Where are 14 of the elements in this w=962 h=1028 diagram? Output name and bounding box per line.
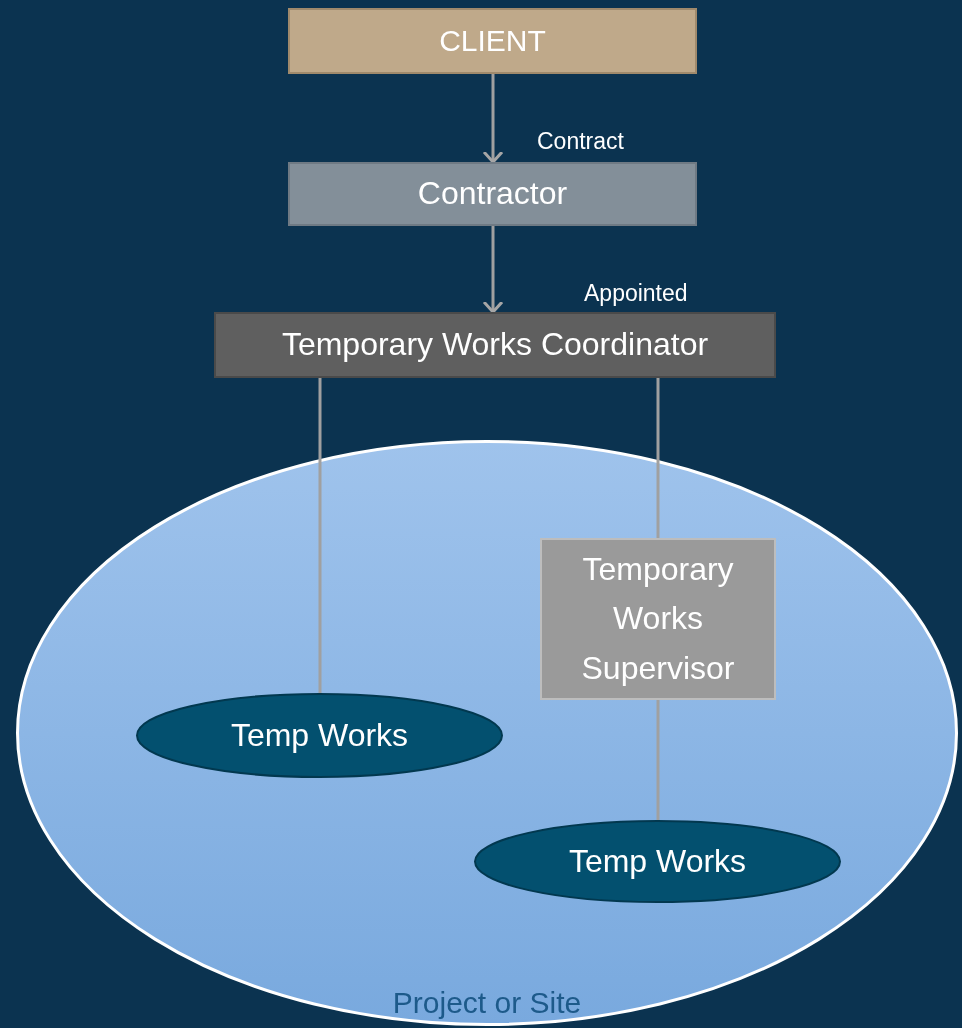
connector-line [656, 700, 660, 820]
connector-line [318, 378, 322, 693]
role-box: Temporary Works Coordinator [214, 312, 776, 378]
ellipse-label: Temp Works [568, 843, 747, 880]
connector-line [656, 378, 660, 538]
ellipse-label: Temp Works [230, 717, 409, 754]
arrow [482, 74, 504, 164]
edge-label: Contract [537, 128, 624, 155]
role-box: Temporary Works Supervisor [540, 538, 776, 700]
edge-label: Appointed [584, 280, 688, 307]
region-label: Project or Site [392, 986, 582, 1020]
role-box: CLIENT [288, 8, 697, 74]
role-box: Contractor [288, 162, 697, 226]
arrow [482, 226, 504, 314]
